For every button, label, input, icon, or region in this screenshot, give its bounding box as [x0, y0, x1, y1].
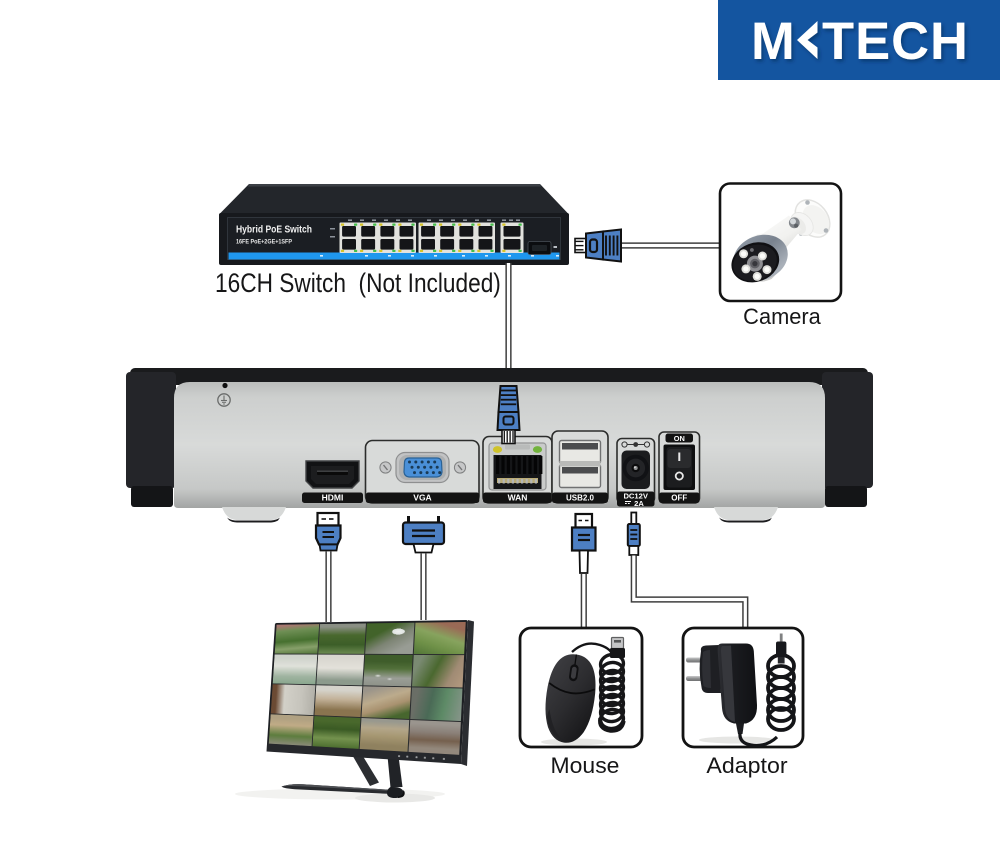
svg-text:OFF: OFF	[671, 494, 687, 503]
svg-text:TECH: TECH	[822, 12, 969, 71]
svg-text:DC12V: DC12V	[623, 492, 648, 501]
svg-text:WAN: WAN	[508, 493, 528, 503]
svg-text:2A: 2A	[634, 499, 644, 508]
svg-text:Hybrid PoE Switch: Hybrid PoE Switch	[236, 225, 312, 236]
svg-text:M: M	[751, 12, 795, 71]
svg-text:ON: ON	[674, 434, 685, 443]
svg-text:HDMI: HDMI	[322, 493, 344, 503]
svg-text:16FE PoE+2GE+1SFP: 16FE PoE+2GE+1SFP	[236, 239, 292, 246]
svg-text:USB2.0: USB2.0	[566, 494, 595, 503]
svg-text:VGA: VGA	[413, 493, 431, 503]
